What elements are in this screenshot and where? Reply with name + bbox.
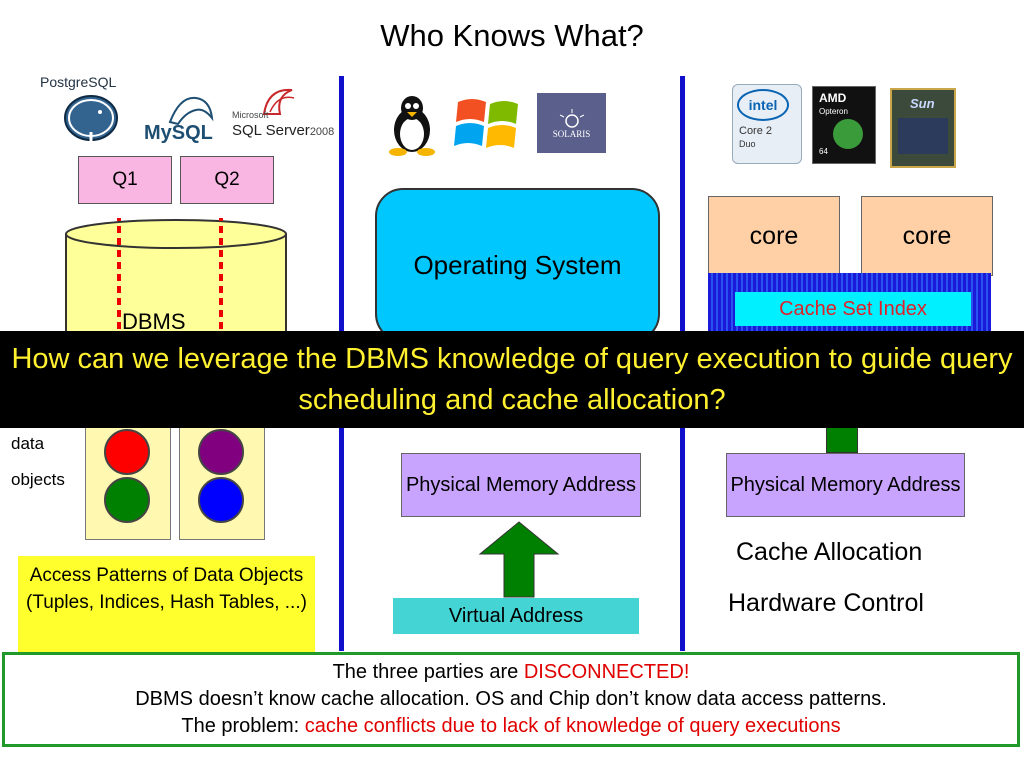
hardware-control-label: Hardware Control [728,589,924,617]
summary-box: The three parties are DISCONNECTED! DBMS… [2,652,1020,747]
mysql-logo-text: MySQL [144,122,213,144]
intel-duo-text: Duo [739,139,756,149]
sqlserver-logo-text: SQL Server2008 [232,122,334,140]
sun-chip-logo: Sun [890,88,956,168]
question-banner: How can we leverage the DBMS knowledge o… [0,331,1024,428]
amd-chip-logo: AMD Opteron 64 [812,86,876,164]
question-banner-text: How can we leverage the DBMS knowledge o… [11,342,1013,416]
arrow-stem-chip [826,426,858,453]
sun-logo-text: Sun [910,96,935,111]
dbms-label: DBMS [122,309,186,334]
data-object-purple [198,429,244,475]
arrow-up-icon [478,521,560,598]
solaris-sun-icon [559,109,584,128]
dolphin-icon [168,96,214,126]
summary-line-3-text: The problem: [181,715,305,737]
windows-icon [454,99,518,148]
data-object-red [104,429,150,475]
intel-chip-logo: intel Core 2 Duo [732,84,802,164]
problem-emphasis: cache conflicts due to lack of knowledge… [304,715,841,737]
cache-set-index-box: Cache Set Index [735,292,971,326]
access-patterns-box: Access Patterns of Data Objects (Tuples,… [18,556,315,658]
slide-title: Who Knows What? [380,18,644,53]
data-object-block-right [179,420,265,540]
amd-64-text: 64 [819,147,828,156]
sqlserver-microsoft-text: Microsoft [232,110,269,120]
intel-logo-text: intel [737,89,789,121]
amd-logo-text: AMD [819,91,847,105]
query-box-q2: Q2 [180,156,274,204]
sqlserver-logo: Microsoft SQL Server2008 [230,84,334,148]
core-box-1: core [708,196,840,276]
sun-chip-die [898,118,948,154]
solaris-logo: SOLARIS [537,93,606,153]
core-box-2: core [861,196,993,276]
dbms-cylinder [65,218,287,338]
data-object-block-left [85,420,171,540]
summary-line-1: The three parties are DISCONNECTED! [5,659,1017,686]
solaris-logo-text: SOLARIS [552,129,591,139]
intel-core-text: Core 2 [739,125,773,137]
query-box-q1: Q1 [78,156,172,204]
data-object-green [104,477,150,523]
postgresql-logo: PostgreSQL [40,74,140,152]
summary-line-3: The problem: cache conflicts due to lack… [5,713,1017,740]
sqlserver-swirl-icon [262,88,295,115]
operating-system-box: Operating System [375,188,660,342]
data-label: data [11,434,45,453]
sqlserver-year: 2008 [309,126,335,138]
os-physical-memory-address: Physical Memory Address [401,453,641,517]
summary-line-1-text: The three parties are [332,661,524,683]
amd-green-emblem [833,119,863,149]
cache-allocation-label: Cache Allocation [736,538,923,566]
disconnected-emphasis: DISCONNECTED! [523,661,690,683]
virtual-address-box: Virtual Address [393,598,639,634]
tux-icon [389,96,435,156]
chip-physical-memory-address: Physical Memory Address [726,453,965,517]
objects-label: objects [11,470,65,489]
sqlserver-name: SQL Server [232,122,310,139]
data-object-blue [198,477,244,523]
amd-opteron-text: Opteron [819,107,848,116]
postgresql-logo-text: PostgreSQL [40,74,117,90]
elephant-icon [64,95,118,151]
summary-line-2: DBMS doesn’t know cache allocation. OS a… [135,688,887,710]
mysql-logo: MySQL [142,92,222,144]
